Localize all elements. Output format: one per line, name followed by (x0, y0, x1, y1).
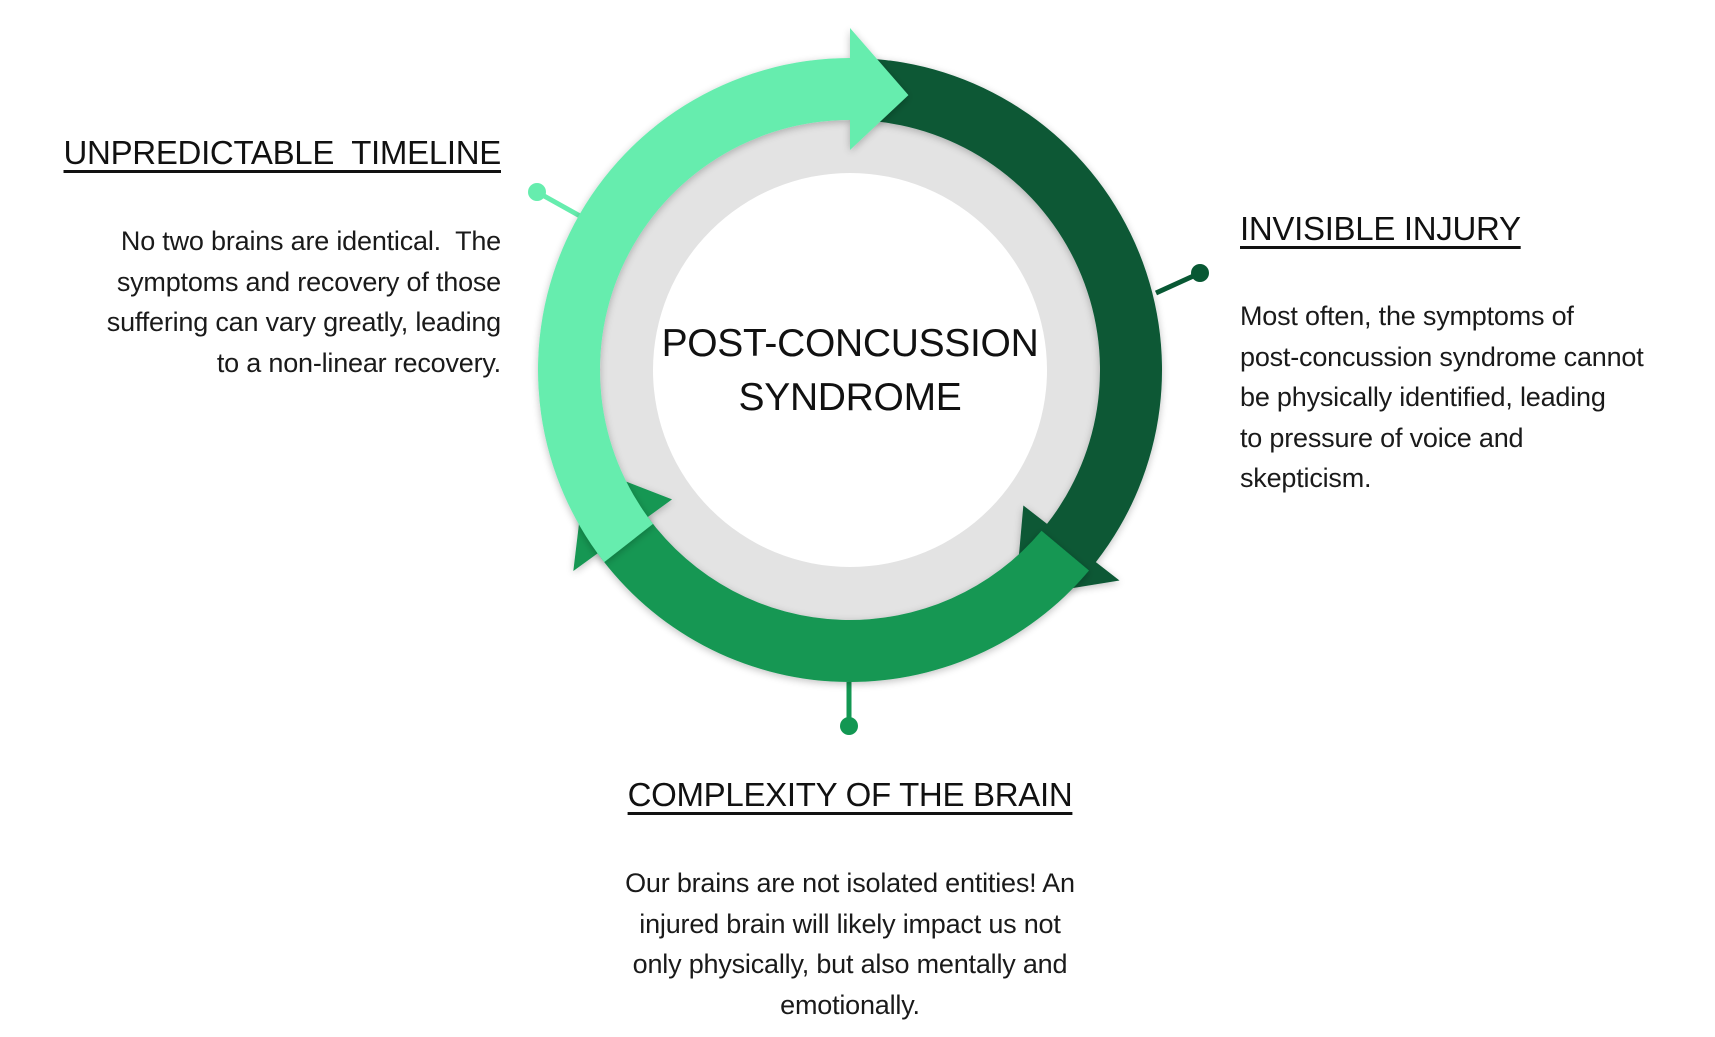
text-unpredictable-timeline: No two brains are identical. The symptom… (107, 221, 501, 383)
connector-complexity-of-the-brain (840, 682, 858, 735)
connector-dot (1191, 264, 1209, 282)
heading-invisible-injury: INVISIBLE INJURY (1240, 210, 1521, 247)
text-line: post-concussion syndrome cannot (1240, 341, 1644, 372)
text-line: skepticism. (1240, 463, 1372, 493)
center-title-line: POST-CONCUSSION (661, 322, 1039, 365)
text-line: to a non-linear recovery. (216, 347, 501, 378)
text-line: emotionally. (780, 989, 920, 1020)
text-line: injured brain will likely impact us not (639, 908, 1061, 939)
text-line: symptoms and recovery of those (116, 266, 501, 297)
arc-arrow-unpredictable-timeline (538, 28, 909, 563)
text-line: suffering can vary greatly, leading (106, 307, 501, 337)
text-invisible-injury: Most often, the symptoms of post-concuss… (1240, 296, 1644, 499)
arc-arrow-complexity-of-the-brain (573, 466, 1090, 682)
text-line: Most often, the symptoms of (1240, 301, 1574, 331)
heading-complexity-of-the-brain: COMPLEXITY OF THE BRAIN (627, 776, 1073, 813)
text-line: be physically identified, leading (1240, 382, 1606, 412)
center-title: POST-CONCUSSION SYNDROME (650, 317, 1050, 425)
text-line: only physically, but also mentally and (632, 949, 1068, 979)
connector-dot (840, 717, 858, 735)
center-title-line: SYNDROME (738, 376, 962, 419)
heading-unpredictable-timeline: UNPREDICTABLE TIMELINE (63, 134, 502, 171)
text-complexity-of-the-brain: Our brains are not isolated entities! An… (0, 863, 1700, 1025)
connector-dot (528, 183, 546, 201)
connector-invisible-injury (1154, 264, 1209, 296)
text-line: to pressure of voice and (1240, 422, 1524, 453)
connector-unpredictable-timeline (528, 183, 582, 219)
text-line: No two brains are identical. The (120, 226, 501, 256)
text-line: Our brains are not isolated entities! An (625, 868, 1075, 898)
arc-arrow-invisible-injury (867, 58, 1162, 598)
center-circle (653, 173, 1047, 567)
